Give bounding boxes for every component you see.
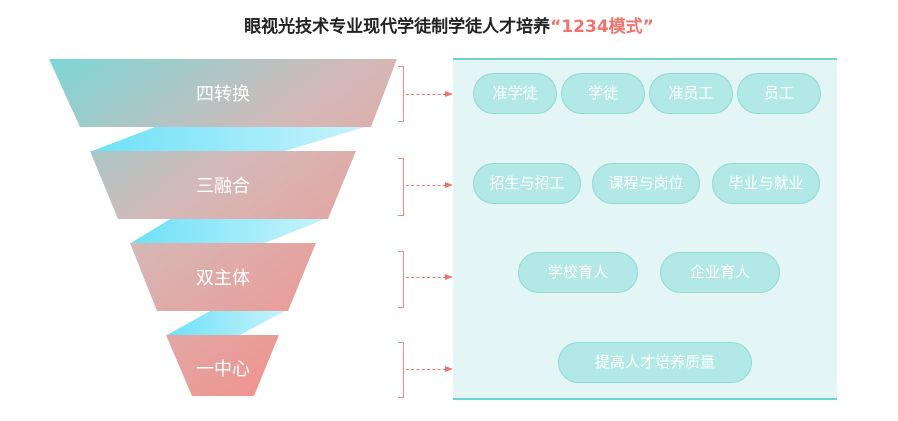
pill: 学校育人 [518,252,638,293]
pill: 招生与招工 [473,163,581,204]
arrow-icon [406,274,453,280]
connector-ribbon [92,127,365,151]
page-title: 眼视光技术专业现代学徒制学徒人才培养“1234模式” [0,12,898,37]
funnel-layer-3 [130,243,316,311]
connector-ribbon [131,219,325,243]
bracket [398,66,404,122]
pill: 毕业与就业 [712,163,820,204]
pill: 企业育人 [660,252,780,293]
connector-ribbon [167,311,285,335]
pill: 提高人才培养质量 [558,342,752,383]
bracket [398,342,404,398]
funnel-layer-4 [166,335,279,396]
pill: 员工 [737,73,821,114]
funnel-label: 三融合 [196,176,250,197]
title-main: 眼视光技术专业现代学徒制学徒人才培养 [244,17,551,37]
arrow-icon [406,366,453,372]
pill: 学徒 [561,73,645,114]
pill: 课程与岗位 [592,163,700,204]
bracket [398,251,404,308]
bracket [398,158,404,216]
arrow-icon [406,91,453,97]
pill: 准员工 [649,73,733,114]
funnel-layer-2 [90,151,356,219]
funnel-label: 一中心 [196,359,250,380]
funnel-label: 双主体 [196,268,250,289]
funnel-label: 四转换 [196,84,250,105]
funnel-layer-1 [49,59,397,127]
arrow-icon [406,182,453,188]
title-highlight: “1234模式” [550,17,654,37]
pill: 准学徒 [473,73,557,114]
